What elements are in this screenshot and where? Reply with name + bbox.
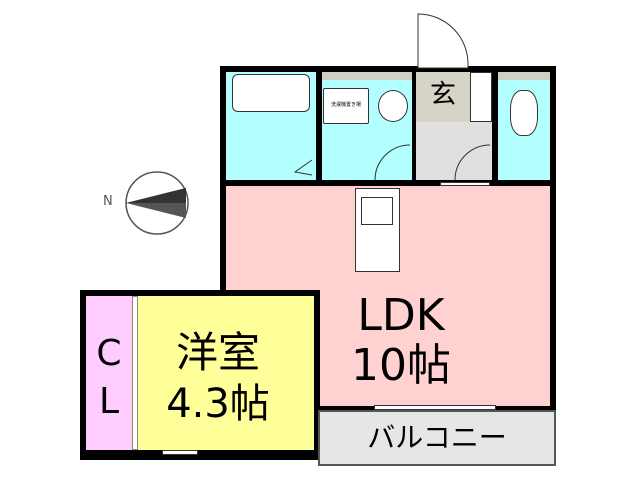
- stove-icon: [361, 197, 393, 225]
- genkan-label: 玄: [429, 80, 456, 110]
- washer-label: 洗濯機置き場: [330, 102, 361, 108]
- western-size: 4.3帖: [166, 381, 270, 427]
- western-label: 洋室: [175, 328, 260, 377]
- toilet: [510, 90, 538, 136]
- genkan: 玄: [416, 72, 470, 122]
- shelf: [322, 72, 412, 80]
- closet-label-c: C: [96, 333, 122, 374]
- ldk-label: LDK: [357, 290, 445, 341]
- washer-space: 洗濯機置き場: [323, 88, 369, 124]
- western-window: [162, 450, 198, 455]
- balcony-window: [374, 405, 496, 410]
- toilet-shelf: [498, 72, 550, 80]
- balcony-label: バルコニー: [367, 421, 507, 454]
- ldk-size: 10帖: [351, 340, 451, 391]
- compass-north-label: N: [103, 194, 113, 209]
- closet-label-l: L: [98, 381, 120, 422]
- balcony: バルコニー: [318, 410, 556, 466]
- western-room: 洋室 4.3帖: [138, 296, 314, 450]
- kitchen-counter: [355, 188, 400, 272]
- closet-door: [132, 296, 138, 450]
- compass-icon: [125, 171, 189, 235]
- bathtub: [232, 74, 310, 112]
- ldk-door-frame: [440, 182, 490, 186]
- sink: [378, 90, 408, 122]
- hallway: [416, 122, 492, 180]
- shoe-cabinet: [470, 72, 492, 122]
- closet: C L: [86, 296, 132, 450]
